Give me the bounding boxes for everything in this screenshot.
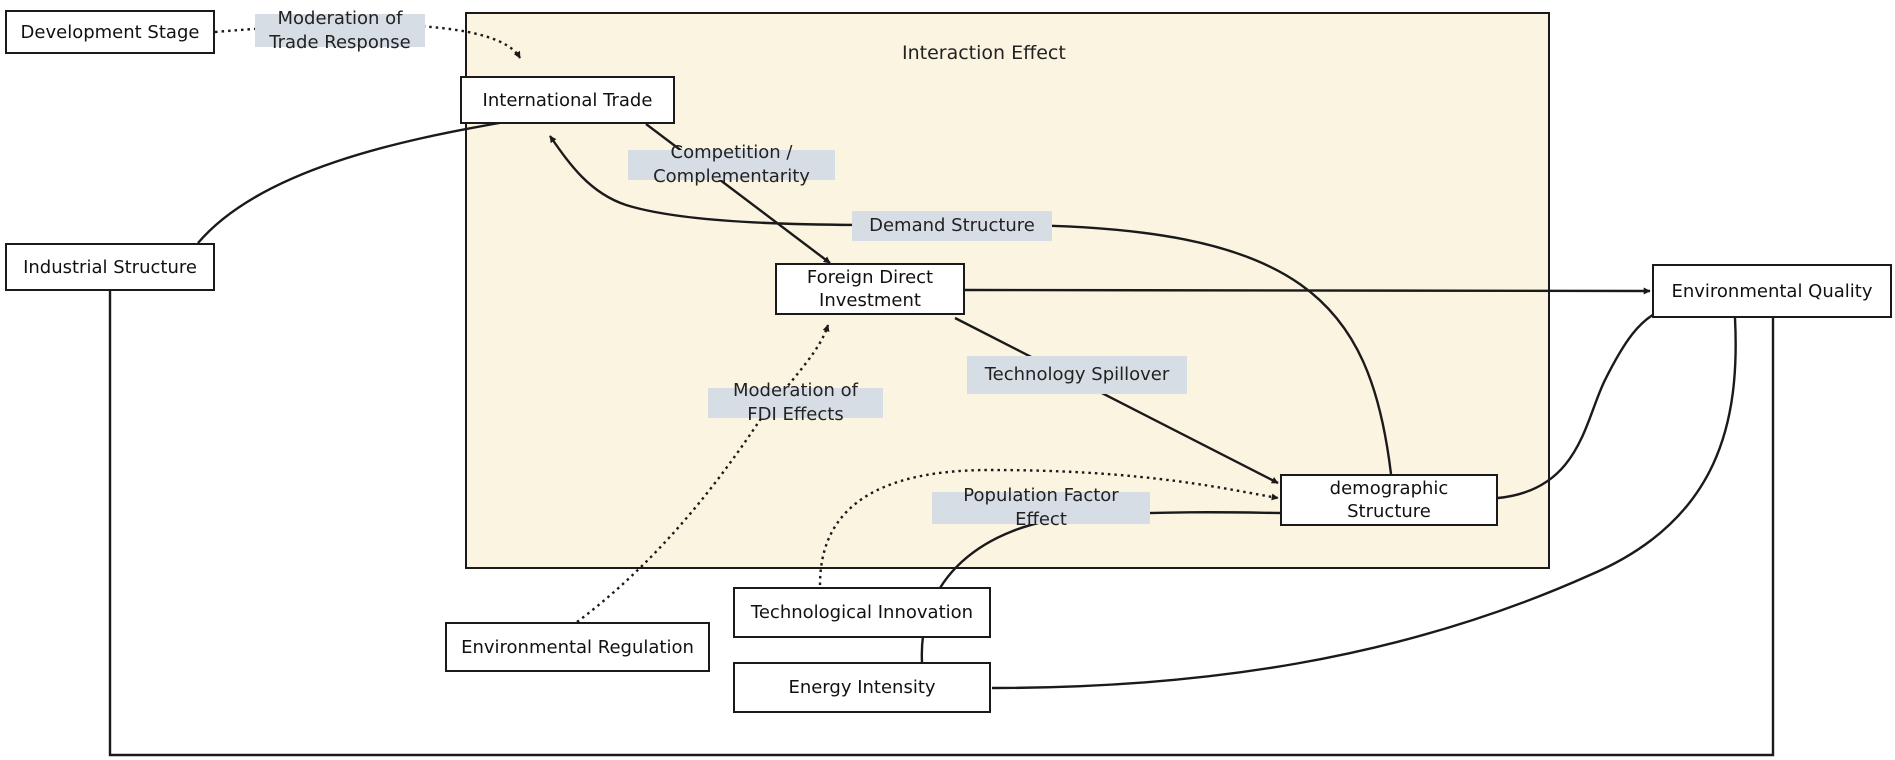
edge-demographic-to-envquality [1497,309,1661,500]
edge-fdi-to-demographic [954,316,1279,485]
node-environmental-quality[interactable]: Environmental Quality [1652,264,1892,318]
node-foreign-direct-investment[interactable]: Foreign Direct Investment [775,263,965,315]
edge-label-moderation-fdi: Moderation of FDI Effects [708,380,883,425]
edge-label-technology-spillover: Technology Spillover [967,356,1187,394]
node-industrial-structure[interactable]: Industrial Structure [5,243,215,291]
node-international-trade[interactable]: International Trade [460,76,675,124]
edge-fdi-to-envquality [964,287,1651,295]
edge-trade-to-fdi [645,123,831,264]
edge-energy-to-envquality [991,317,1737,690]
edge-regulation-to-fdi [576,324,830,623]
edge-innovation-to-demographic [818,468,1279,586]
node-energy-intensity[interactable]: Energy Intensity [733,662,991,713]
edge-label-competition: Competition / Complementarity [628,142,835,187]
node-environmental-regulation[interactable]: Environmental Regulation [445,622,710,672]
edge-industrial-to-trade [197,120,506,244]
edge-development-to-trade [214,23,522,59]
edge-industrial-to-envquality [108,291,1775,757]
node-demographic-structure[interactable]: demographic Structure [1280,474,1498,526]
edge-label-moderation-trade: Moderation of Trade Response [255,8,425,53]
node-technological-innovation[interactable]: Technological Innovation [733,587,991,638]
group-title: Interaction Effect [902,42,1066,64]
node-development-stage[interactable]: Development Stage [5,10,215,54]
edge-label-demand-structure: Demand Structure [852,211,1052,241]
edge-label-population-factor: Population Factor Effect [932,485,1150,530]
